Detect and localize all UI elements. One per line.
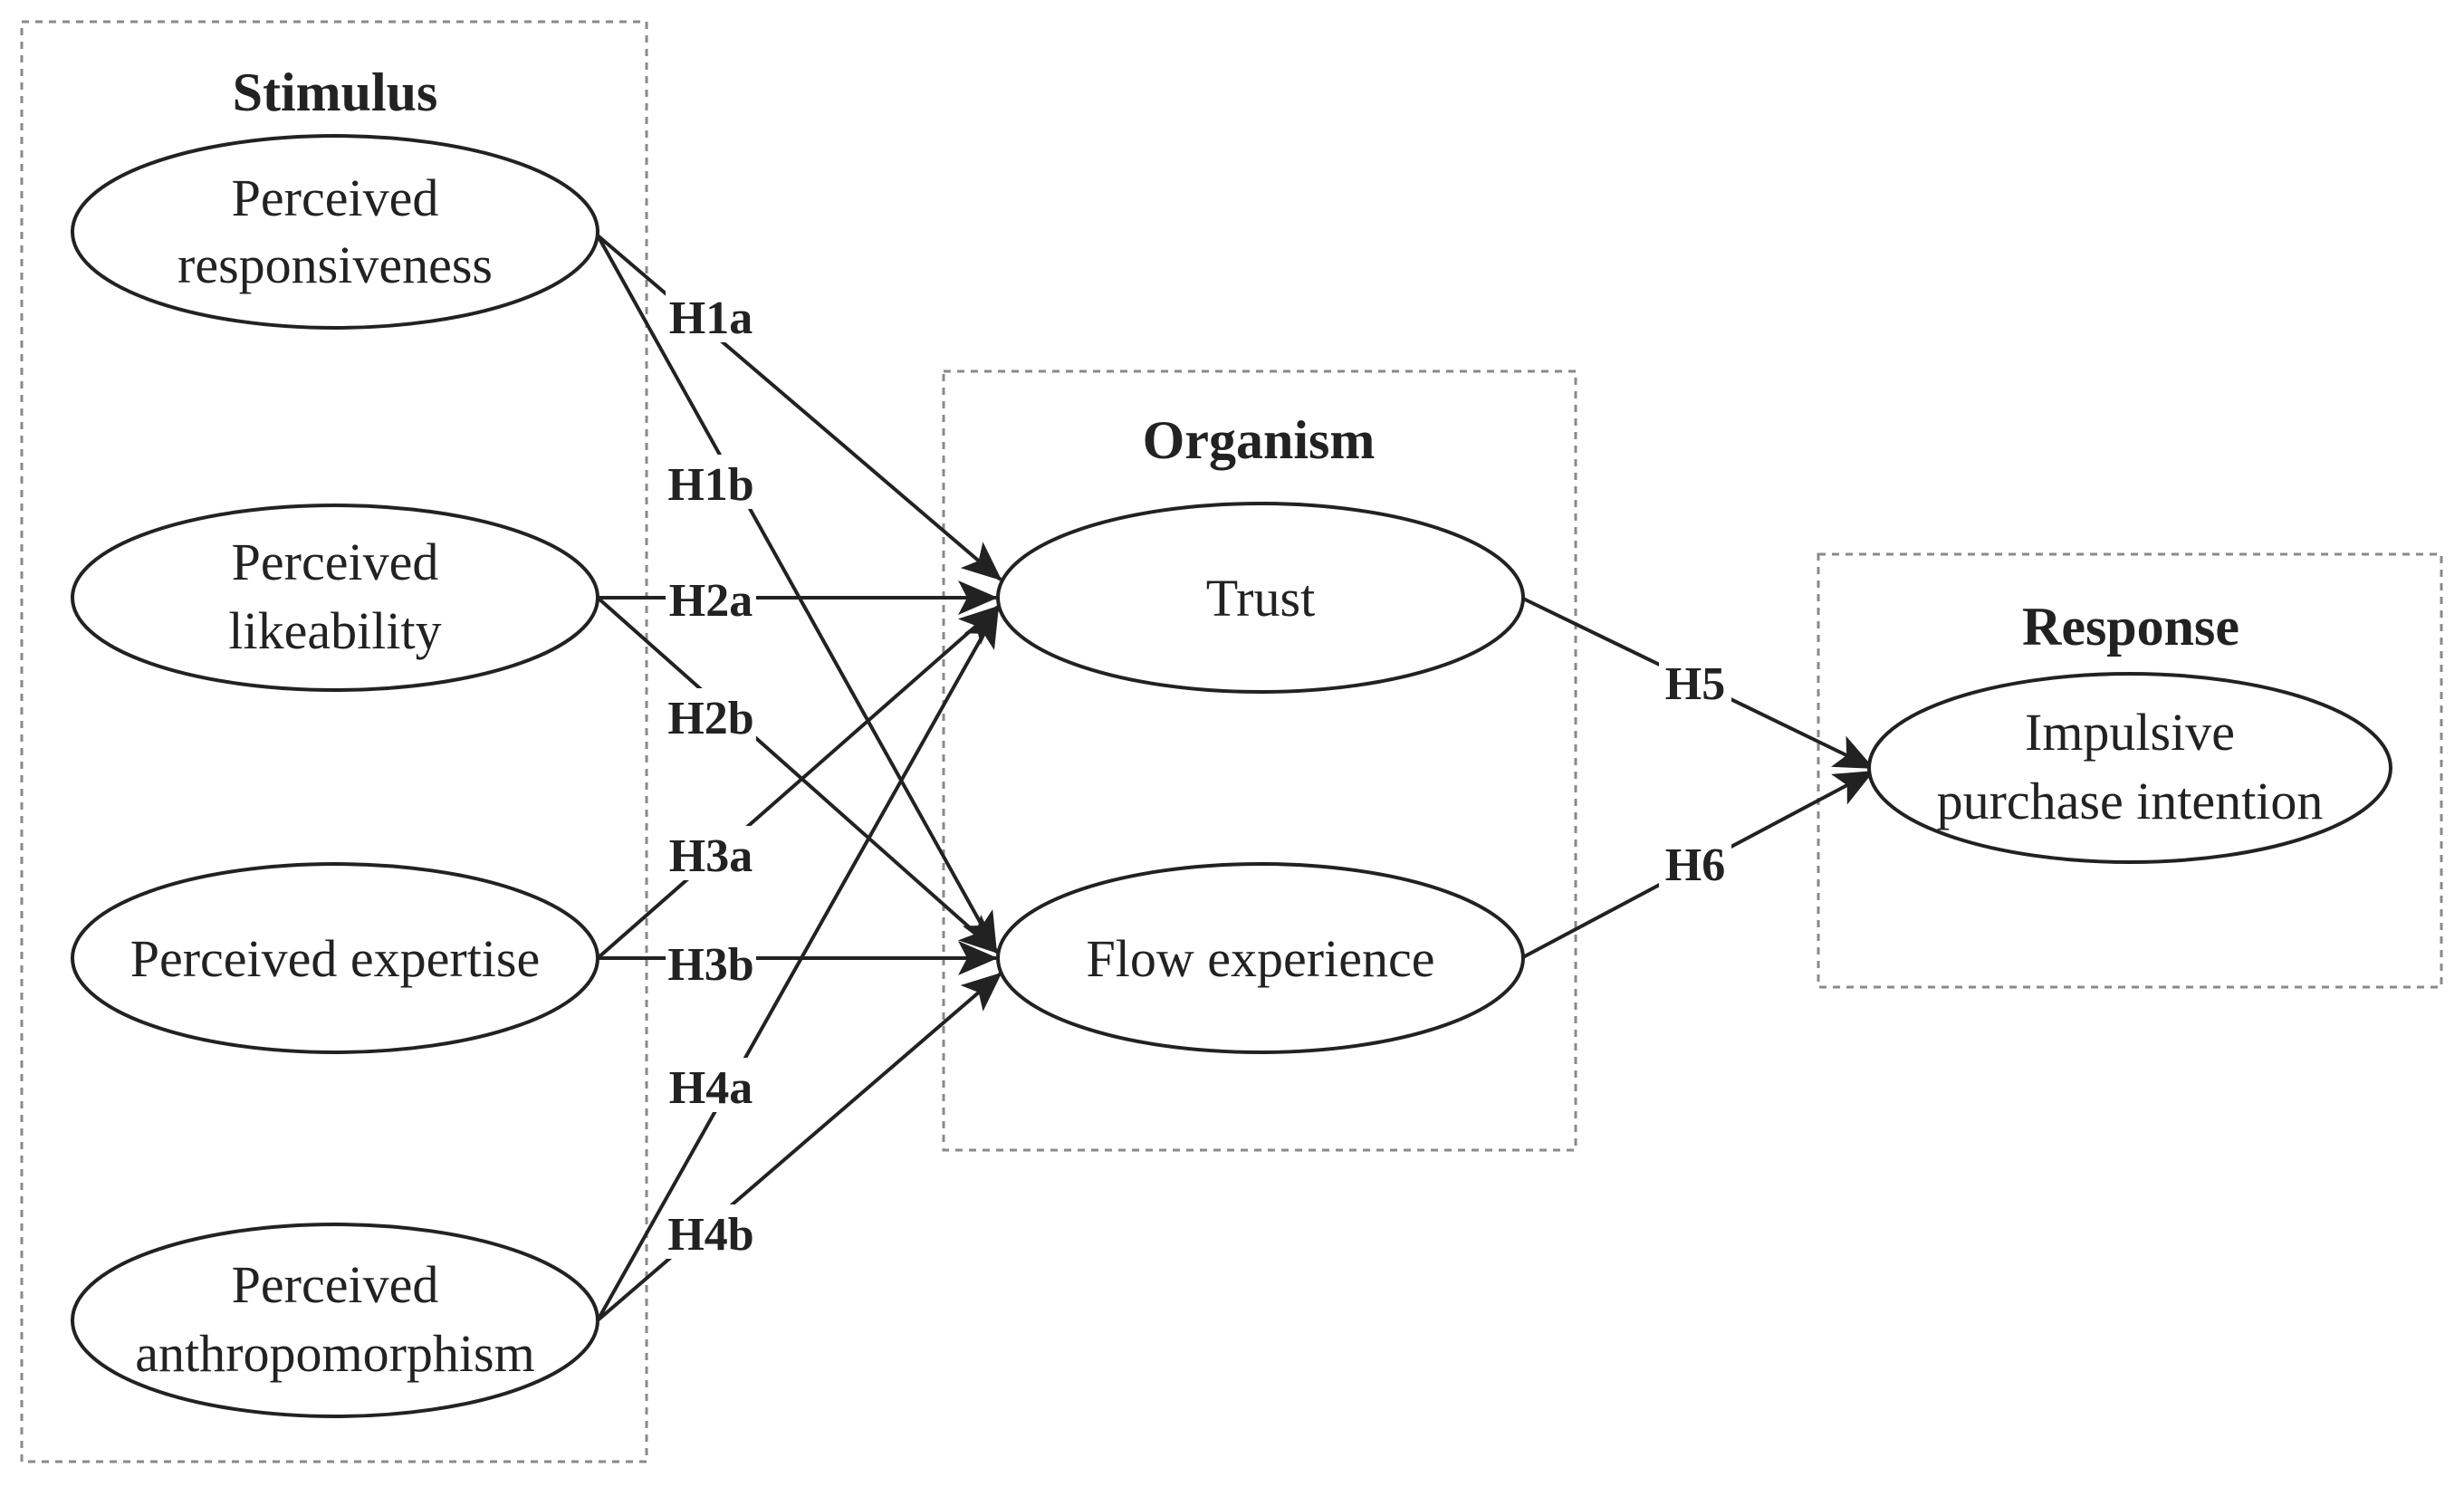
node-label: responsiveness: [177, 235, 493, 294]
node-perceived-likeability: Perceived likeability: [71, 504, 599, 692]
ellipse: [71, 1223, 599, 1418]
response-group: [1817, 552, 2443, 989]
label-h4b: H4b: [667, 1209, 753, 1261]
node-label: Perceived: [232, 1255, 439, 1314]
response-title: Response: [2022, 597, 2239, 657]
edge-h2b: [596, 596, 1000, 955]
node-label: purchase intention: [1937, 772, 2324, 830]
edge-h3a: [596, 605, 1000, 960]
ellipse: [71, 134, 599, 330]
node-label: Trust: [1206, 569, 1315, 628]
edge-h4b: [596, 972, 1002, 1322]
node-perceived-anthropomorphism: Perceived anthropomorphism: [71, 1223, 599, 1418]
edge-labels: H1a H1b H2a H2b H3a H3b H4a H4b H5 H6: [666, 288, 1731, 1261]
stimulus-title: Stimulus: [233, 62, 438, 122]
label-h6: H6: [1665, 839, 1725, 891]
label-h3b: H3b: [667, 939, 753, 991]
ellipse: [996, 862, 1525, 1054]
label-h3a: H3a: [669, 830, 753, 882]
ellipse: [1867, 672, 2392, 864]
label-h1a: H1a: [669, 293, 753, 344]
node-label: likeability: [228, 601, 441, 660]
label-h4a: H4a: [669, 1062, 753, 1114]
label-h5: H5: [1665, 658, 1725, 710]
organism-title: Organism: [1143, 410, 1376, 470]
node-trust: Trust: [996, 502, 1525, 694]
node-perceived-expertise: Perceived expertise: [71, 862, 599, 1054]
node-label: Impulsive: [2025, 703, 2235, 762]
node-perceived-responsiveness: Perceived responsiveness: [71, 134, 599, 330]
organism-group: [942, 369, 1577, 1152]
label-h2a: H2a: [669, 575, 753, 627]
edge-h4a: [596, 607, 1000, 1321]
ellipse: [71, 862, 599, 1054]
node-flow-experience: Flow experience: [996, 862, 1525, 1054]
ellipse: [71, 504, 599, 692]
node-label: Perceived expertise: [130, 929, 541, 988]
edges: [596, 234, 1874, 1322]
node-impulsive-purchase-intention: Impulsive purchase intention: [1867, 672, 2392, 864]
node-label: Flow experience: [1087, 929, 1435, 988]
label-h2b: H2b: [667, 693, 753, 744]
edge-h1a: [596, 234, 1002, 581]
node-label: anthropomorphism: [135, 1324, 534, 1383]
node-label: Perceived: [232, 168, 439, 227]
label-h1b: H1b: [667, 459, 753, 511]
edge-h1b: [596, 235, 998, 953]
node-label: Perceived: [232, 532, 439, 591]
stimulus-group: [20, 20, 648, 1463]
ellipse: [996, 502, 1525, 694]
